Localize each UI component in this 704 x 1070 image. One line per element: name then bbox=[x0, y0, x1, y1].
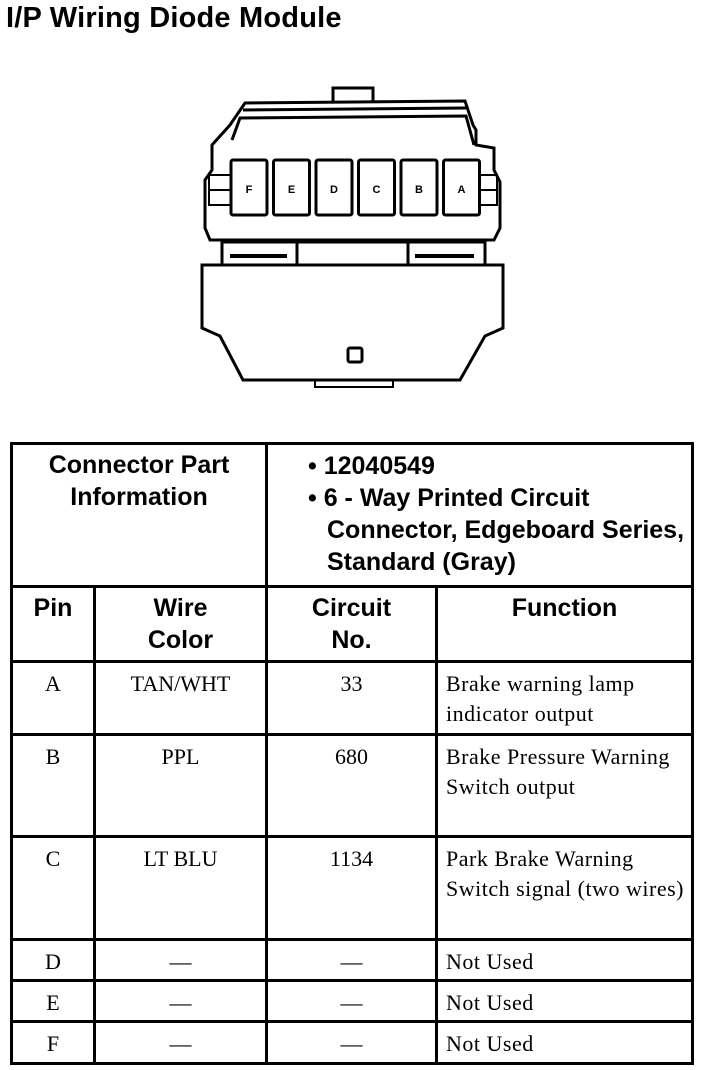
part-info-label: Connector Part Information bbox=[10, 442, 268, 588]
wire-cell: PPL bbox=[93, 733, 268, 838]
col-header-circuit-l2: No. bbox=[331, 626, 372, 654]
part-info-values: • 12040549 • 6 - Way Printed Circuit Con… bbox=[265, 442, 694, 588]
function-cell: Not Used bbox=[435, 1020, 694, 1065]
pin-cell: F bbox=[10, 1020, 96, 1065]
cavity-D bbox=[314, 158, 354, 217]
cavity-label: D bbox=[330, 184, 338, 196]
cavity-label: F bbox=[246, 184, 253, 196]
function-cell: Park Brake Warning Switch signal (two wi… bbox=[435, 835, 694, 941]
function-cell: Not Used bbox=[435, 938, 694, 982]
function-cell: Brake warning lamp indicator output bbox=[435, 660, 694, 736]
part-info-label-line2: Information bbox=[70, 483, 208, 511]
circuit-cell: — bbox=[265, 979, 438, 1023]
wire-cell: — bbox=[93, 938, 268, 982]
col-header-circuit-l1: Circuit bbox=[311, 594, 392, 622]
cavity-B bbox=[399, 158, 439, 217]
cavity-E bbox=[272, 158, 311, 217]
circuit-cell: 33 bbox=[265, 660, 438, 736]
cavity-label: E bbox=[288, 184, 295, 196]
page-title: I/P Wiring Diode Module bbox=[6, 2, 342, 34]
circuit-cell: 680 bbox=[265, 733, 438, 838]
pin-cell: D bbox=[10, 938, 96, 982]
pin-cell: C bbox=[10, 835, 96, 941]
pin-cell: E bbox=[10, 979, 96, 1023]
part-number: • 12040549 bbox=[308, 452, 435, 480]
cavity-label: B bbox=[415, 184, 423, 196]
function-cell: Brake Pressure Warning Switch output bbox=[435, 733, 694, 838]
wire-cell: — bbox=[93, 979, 268, 1023]
circuit-cell: — bbox=[265, 1020, 438, 1065]
col-header-function: Function bbox=[435, 585, 694, 663]
circuit-cell: — bbox=[265, 938, 438, 982]
function-cell: Not Used bbox=[435, 979, 694, 1023]
table-row: E——Not Used bbox=[10, 979, 694, 1023]
cavity-C bbox=[357, 158, 396, 217]
wire-cell: — bbox=[93, 1020, 268, 1065]
pin-cell: A bbox=[10, 660, 96, 736]
table-row: D——Not Used bbox=[10, 938, 694, 982]
col-header-wire-l2: Color bbox=[147, 626, 214, 654]
cavity-A bbox=[442, 158, 481, 217]
pin-cell: B bbox=[10, 733, 96, 838]
col-header-wire-l1: Wire bbox=[153, 594, 208, 622]
part-description: • 6 - Way Printed Circuit Connector, Edg… bbox=[308, 484, 685, 576]
cavity-label: A bbox=[458, 184, 466, 196]
part-info-label-line1: Connector Part bbox=[48, 451, 230, 479]
table-row: F——Not Used bbox=[10, 1020, 694, 1065]
cavity-label: C bbox=[373, 184, 381, 196]
connector-table: Connector Part Information • 12040549 • … bbox=[10, 442, 694, 1065]
cavity-F bbox=[229, 158, 269, 217]
wire-cell: TAN/WHT bbox=[93, 660, 268, 736]
wire-cell: LT BLU bbox=[93, 835, 268, 941]
circuit-cell: 1134 bbox=[265, 835, 438, 941]
col-header-pin: Pin bbox=[10, 585, 96, 663]
